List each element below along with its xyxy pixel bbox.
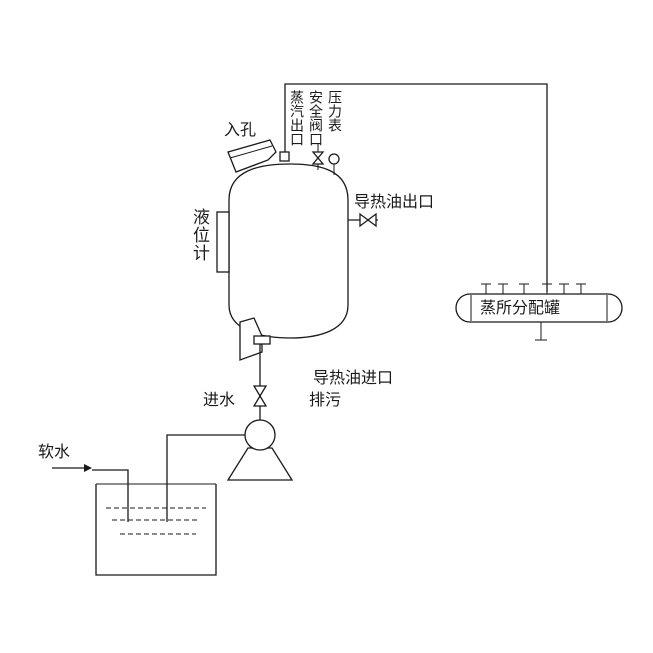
suction-pipe: [166, 434, 245, 522]
pressure-gauge-label: 压力表: [326, 90, 342, 132]
level-gauge-icon: [216, 211, 230, 273]
steam-header-label: 蒸所分配罐: [480, 298, 561, 317]
bottom-outlet: [253, 335, 271, 345]
pressure-gauge-icon: [328, 153, 340, 175]
level-gauge-label: 液位计: [189, 208, 209, 262]
soft-water-label: 软水: [38, 442, 71, 461]
soft-water-tank: [95, 483, 217, 576]
oil-outlet-label: 导热油出口: [354, 192, 435, 211]
safety-valve-icon: [311, 143, 325, 170]
feed-water-pipe: [252, 344, 268, 420]
manhole-nozzle: [227, 139, 277, 173]
manhole-label: 入孔: [224, 120, 257, 139]
oil-inlet-label: 导热油进口: [313, 368, 394, 387]
steam-header: [455, 283, 623, 341]
steam-outlet-nozzle: [279, 151, 290, 162]
feed-pump: [226, 419, 294, 481]
steam-outlet-label: 蒸汽出口: [288, 90, 304, 146]
water-inlet-label: 进水: [203, 390, 236, 409]
oil-outlet-valve: [348, 212, 378, 228]
steam-vessel: [228, 163, 349, 339]
soft-water-arrow: [52, 464, 129, 522]
steam-pipe: [284, 83, 548, 292]
safety-valve-label: 安全阀口: [307, 90, 323, 146]
drain-label: 排污: [309, 390, 342, 409]
